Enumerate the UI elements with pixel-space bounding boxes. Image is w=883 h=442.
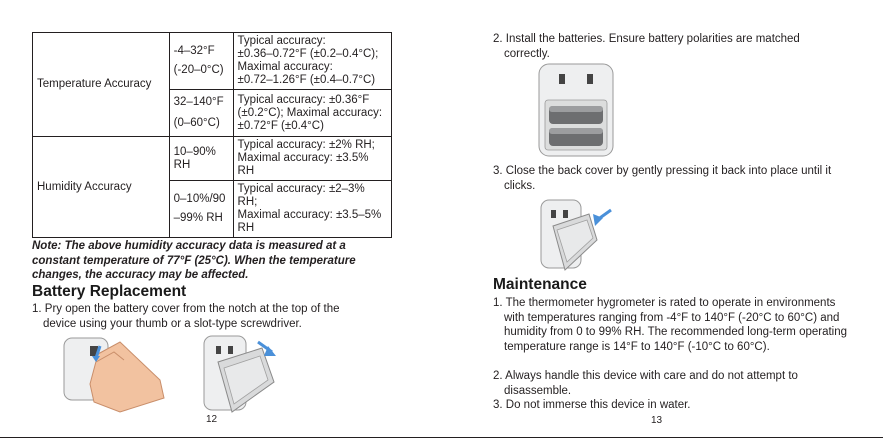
battery-step-1: 1. Pry open the battery cover from the n… xyxy=(32,303,340,330)
maintenance-item-3: 3. Do not immerse this device in water. xyxy=(493,399,691,411)
param-cell: Humidity Accuracy xyxy=(32,136,170,238)
humidity-note: Note: The above humidity accuracy data i… xyxy=(32,240,356,281)
table-row: 0–10%/90 –99% RH Typical accuracy: ±2–3%… xyxy=(33,180,393,238)
right-page: 2. Install the batteries. Ensure battery… xyxy=(441,0,883,442)
page-number: 12 xyxy=(206,414,218,425)
table-row: Humidity Accuracy 10–90% RH Typical accu… xyxy=(32,136,393,238)
battery-step-3: 3. Close the back cover by gently pressi… xyxy=(493,165,832,192)
range-cell: -4–32°F (-20–0°C) xyxy=(168,32,234,90)
closing-cover-illustration xyxy=(540,199,612,271)
bottom-rule xyxy=(0,437,883,438)
table-row: Temperature Accuracy -4–32°F (-20–0°C) T… xyxy=(32,32,393,137)
table-row: 32–140°F (0–60°C) Typical accuracy: ±0.3… xyxy=(33,89,393,137)
accuracy-cell: Typical accuracy: ±2–3% RH; Maximal accu… xyxy=(232,180,393,238)
accuracy-table: Temperature Accuracy -4–32°F (-20–0°C) T… xyxy=(32,32,393,238)
page-number: 13 xyxy=(651,415,663,426)
accuracy-cell: Typical accuracy: ±0.36°F (±0.2°C); Maxi… xyxy=(232,89,393,137)
battery-step-2: 2. Install the batteries. Ensure battery… xyxy=(493,33,800,60)
device-cover-open-illustration xyxy=(203,335,276,413)
param-cell: Temperature Accuracy xyxy=(32,32,170,137)
maintenance-heading: Maintenance xyxy=(493,276,587,293)
accuracy-cell: Typical accuracy: ±2% RH; Maximal accura… xyxy=(232,136,393,181)
maintenance-item-2: 2. Always handle this device with care a… xyxy=(493,370,798,397)
batteries-installed-illustration xyxy=(538,63,614,157)
range-cell: 32–140°F (0–60°C) xyxy=(168,89,234,137)
left-page: Temperature Accuracy -4–32°F (-20–0°C) T… xyxy=(0,0,441,442)
accuracy-cell: Typical accuracy: ±0.36–0.72°F (±0.2–0.4… xyxy=(232,32,393,90)
range-cell: 10–90% RH xyxy=(168,136,234,181)
hand-opening-device-illustration xyxy=(63,337,165,413)
maintenance-item-1: 1. The thermometer hygrometer is rated t… xyxy=(493,297,848,353)
range-cell: 0–10%/90 –99% RH xyxy=(168,180,234,238)
battery-replacement-heading: Battery Replacement xyxy=(32,283,187,300)
